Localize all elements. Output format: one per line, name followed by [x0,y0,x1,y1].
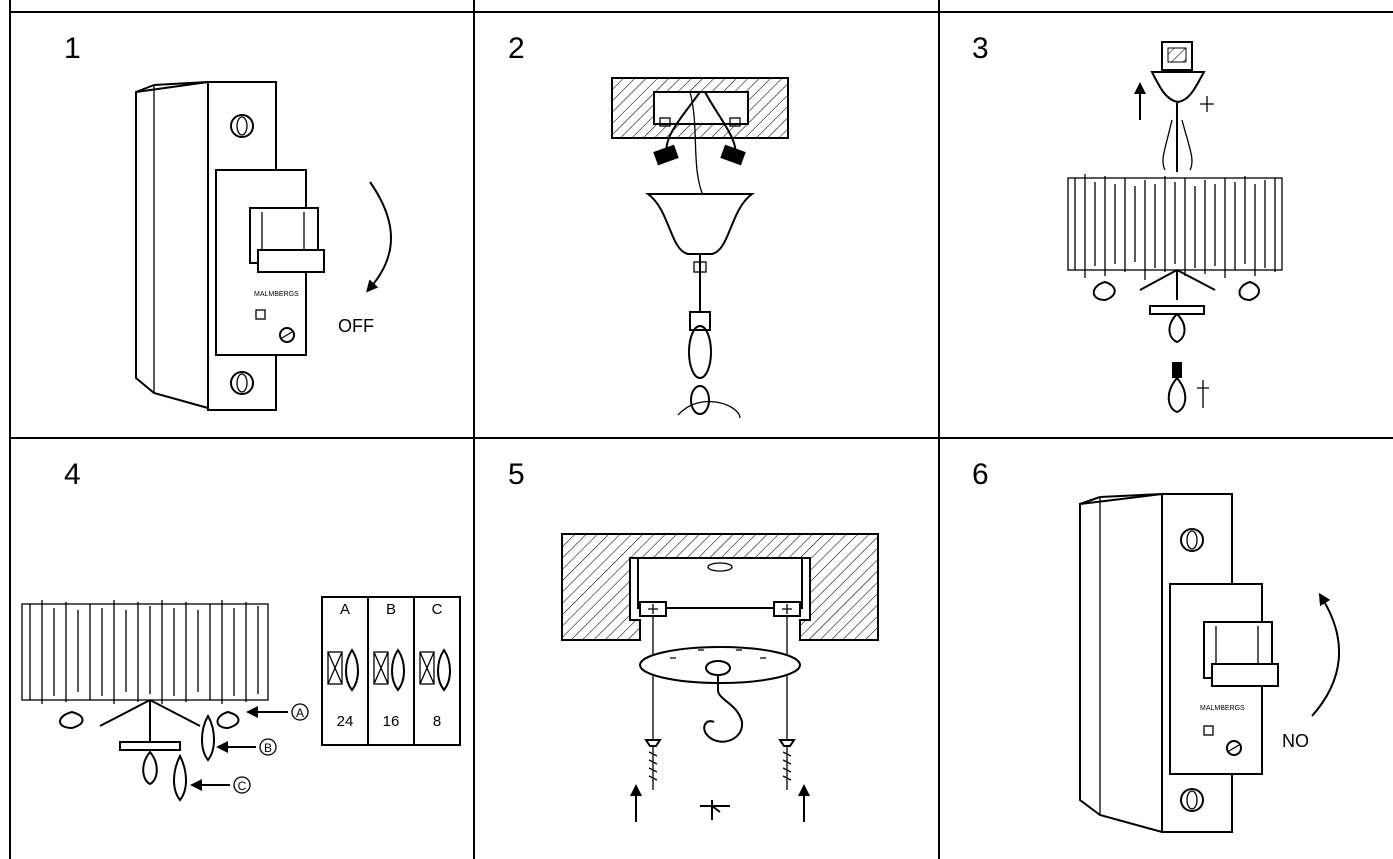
arrow-down-icon [366,181,392,293]
chandelier-illustration [1067,41,1283,414]
step-number: 1 [64,32,81,65]
arrow-up-icon [1311,592,1341,717]
breaker-brand: MALMBERGS [254,291,299,298]
crystal-ring [1067,174,1283,280]
step-2-panel: 2 [508,32,789,419]
callout-c: C [238,779,247,793]
step-number: 6 [972,458,989,491]
ceiling-box-illustration [611,77,789,419]
callout-a: A [296,706,304,720]
step-number: 3 [972,32,989,65]
bulb-count-table: A B C 24 16 8 [321,596,461,746]
on-label: NO [1282,731,1309,751]
mounting-plate-illustration [561,533,879,822]
table-count-c: 8 [433,713,441,730]
circuit-breaker-off: MALMBERGS [135,80,325,411]
callout-b: B [264,741,272,755]
step-6-panel: 6 MALMBERGS NO [972,458,1341,834]
step-5-panel: 5 [508,458,879,822]
grid-lines [9,0,1393,859]
step-4-panel: 4 A B C A B C [21,458,461,802]
step-number: 5 [508,458,525,491]
table-header-c: C [432,601,443,618]
step-3-panel: 3 [972,32,1283,414]
table-header-b: B [386,601,396,618]
step-number: 4 [64,458,81,491]
step-number: 2 [508,32,525,65]
circuit-breaker-on: MALMBERGS [1079,492,1279,834]
off-label: OFF [338,316,374,336]
table-header-a: A [340,601,350,618]
chandelier-with-bulbs: A B C [21,600,309,802]
step-1-panel: 1 MALMBERGS OFF [64,32,392,411]
breaker-brand: MALMBERGS [1200,705,1245,712]
table-count-b: 16 [383,713,400,730]
table-count-a: 24 [337,713,354,730]
